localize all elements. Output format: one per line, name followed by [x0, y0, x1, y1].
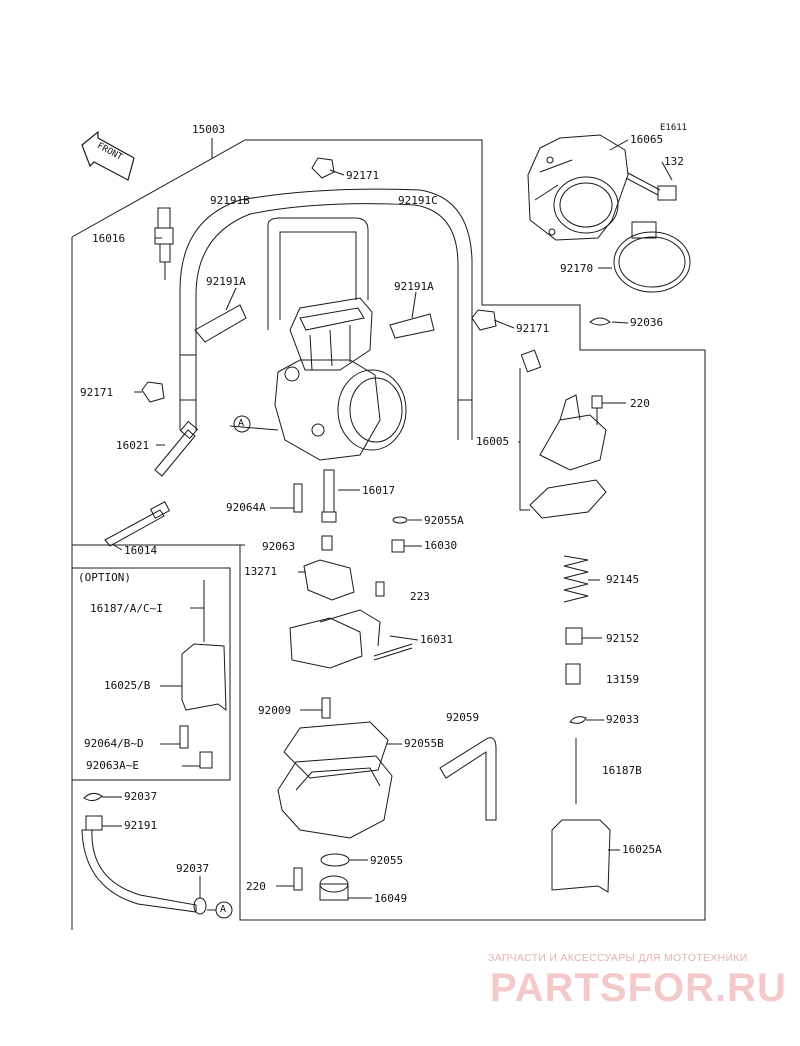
holder-13159-part: [565, 663, 581, 685]
assembly-frame: [71, 138, 706, 930]
clamp-part: [613, 221, 691, 293]
carburetor-body: [274, 297, 407, 461]
clip-92037-top-part: [83, 792, 103, 802]
part-label: 16014: [124, 544, 158, 557]
oring-92055-part: [320, 853, 350, 867]
ref-mark-a-circle: [233, 415, 251, 433]
hose-92059-part: [439, 737, 497, 821]
part-label: 16187B: [602, 764, 642, 777]
part-label: 16187/A/C~I: [90, 602, 163, 615]
intake-boot-part: [527, 134, 629, 241]
cap-92152-part: [565, 627, 583, 645]
clip-92171-mid: [471, 309, 497, 331]
part-label: 15003: [192, 123, 226, 136]
part-label: 92055B: [404, 737, 444, 750]
screw-220-bottom-part: [293, 867, 303, 891]
part-label: 92152: [606, 632, 640, 645]
part-label: 92059: [446, 711, 480, 724]
part-label: 16030: [424, 539, 458, 552]
part-label: 92037: [176, 862, 210, 875]
hose-92191A-right: [389, 313, 435, 339]
hose-92191A-left: [194, 304, 247, 343]
part-label: 92036: [630, 316, 664, 329]
watermark-brand: PARTSFOR.RU: [490, 966, 787, 1010]
part-label: 92191C: [398, 194, 438, 207]
part-label: 13159: [606, 673, 640, 686]
option-box: [71, 567, 231, 781]
choke-plunger-part: [154, 207, 174, 280]
jet-92064A-part: [293, 483, 303, 513]
part-label: 132: [664, 155, 684, 168]
part-label: 92063A~E: [86, 759, 139, 772]
part-label: 92170: [560, 262, 594, 275]
part-label: 92171: [516, 322, 550, 335]
clip-92191-bottom-part: [85, 815, 103, 831]
jet-92063AE-option-part: [199, 751, 213, 769]
top-cap-assembly: [519, 349, 607, 519]
part-label: 92191: [124, 819, 158, 832]
part-label: 223: [410, 590, 430, 603]
part-label: 13271: [244, 565, 278, 578]
spring-92145-part: [563, 555, 589, 603]
part-label: 220: [246, 880, 266, 893]
ring-92036-part: [589, 317, 611, 326]
clip-92033-part: [569, 716, 587, 724]
part-label: 92171: [346, 169, 380, 182]
part-label: 16017: [362, 484, 396, 497]
plug-16049-part: [319, 875, 349, 901]
part-label: 16005: [476, 435, 510, 448]
screw-16014-part: [104, 501, 171, 547]
gasket-92055B-part: [283, 721, 389, 779]
part-label: 92033: [606, 713, 640, 726]
clip-92171-top: [311, 157, 335, 179]
part-label: 16065: [630, 133, 664, 146]
bracket-13271-part: [303, 559, 355, 601]
part-label: 92055: [370, 854, 404, 867]
screw-16021-part: [154, 420, 199, 477]
part-label: 92064A: [226, 501, 266, 514]
part-label: 16025A: [622, 843, 662, 856]
float-16031-part: [289, 609, 413, 669]
part-label: 220: [630, 397, 650, 410]
part-label: 16016: [92, 232, 126, 245]
bolt-132-part: [625, 172, 677, 201]
clip-92171-left: [141, 381, 165, 403]
part-label: 92171: [80, 386, 114, 399]
part-label: 92055A: [424, 514, 464, 527]
needle-jet-part: [321, 469, 337, 523]
part-label: 16031: [420, 633, 454, 646]
part-label: 92009: [258, 704, 292, 717]
slide-16025B-option-part: [181, 643, 227, 712]
option-label: (OPTION): [78, 571, 131, 584]
screw-223-part: [375, 581, 385, 597]
front-arrow-icon: [81, 130, 135, 181]
part-label: 16025/B: [104, 679, 151, 692]
valve-16030-part: [391, 539, 405, 553]
part-label: 92037: [124, 790, 158, 803]
oring-92055A-part: [392, 516, 408, 524]
hose-92191-bottom-part: [81, 829, 197, 913]
ref-mark-a-label-bottom: A: [220, 904, 227, 915]
part-label: 92145: [606, 573, 640, 586]
ref-mark-a-label: A: [238, 418, 245, 429]
part-label: 92191B: [210, 194, 250, 207]
hose-92191-loops: [179, 188, 473, 440]
jet-92063-part: [321, 535, 333, 551]
part-label: 16021: [116, 439, 150, 452]
slide-16025A-part: [551, 819, 611, 893]
float-bowl-part: [277, 755, 393, 839]
part-label: 92191A: [206, 275, 246, 288]
leader-lines: [102, 139, 673, 911]
watermark-caption: ЗАПЧАСТИ И АКСЕССУАРЫ ДЛЯ МОТОТЕХНИКИ: [488, 952, 748, 964]
diagram-code: E1611: [660, 123, 688, 133]
part-label: 92191A: [394, 280, 434, 293]
jet-92064B-option-part: [179, 725, 189, 749]
part-label: 16049: [374, 892, 408, 905]
screw-92009-part: [321, 697, 331, 719]
part-label: 92063: [262, 540, 296, 553]
part-label: 92064/B~D: [84, 737, 144, 750]
